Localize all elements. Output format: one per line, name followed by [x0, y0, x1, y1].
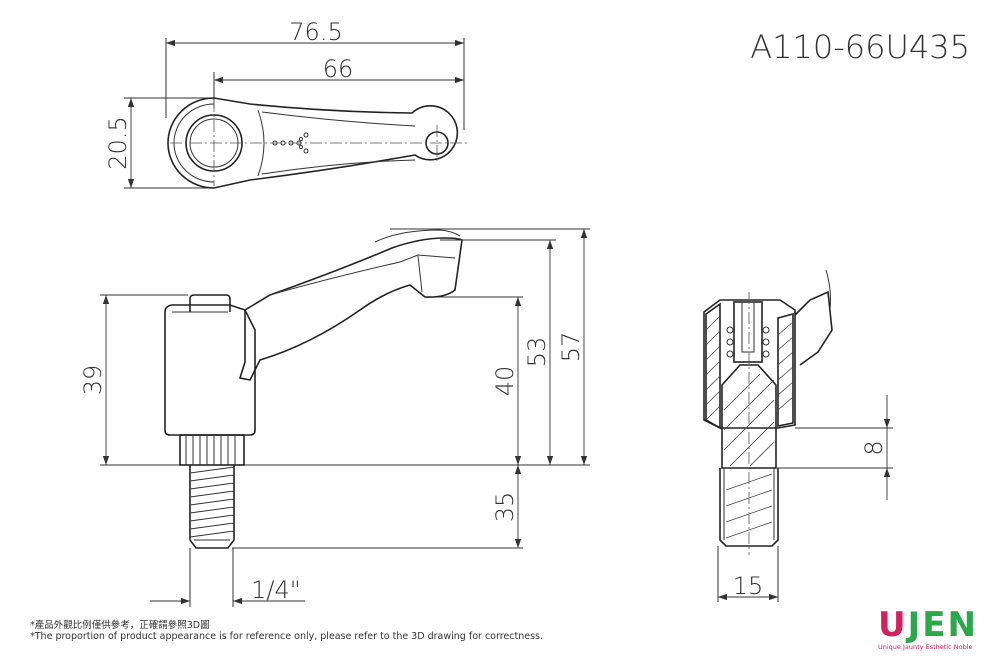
- note-english: *The proportion of product appearance is…: [30, 631, 543, 642]
- note-chinese: *產品外觀比例僅供參考，正確請參照3D圖: [30, 620, 210, 631]
- dim-insert-depth: 8: [860, 440, 888, 455]
- dim-hub-width: 20.5: [104, 116, 132, 169]
- dim-overall-length: 76.5: [289, 18, 342, 46]
- thread-lines: [189, 466, 235, 538]
- dim-thread-size: 1/4": [251, 576, 301, 604]
- brand-name-rest: JEN: [907, 605, 978, 645]
- brand-tagline: Unique Jaunty Esthetic Noble: [878, 643, 973, 651]
- dim-overall-height: 57: [557, 332, 585, 363]
- brand-name: UJEN: [878, 608, 978, 642]
- dim-height-lever-top: 53: [523, 337, 551, 368]
- dim-height-lever-bottom: 40: [491, 366, 519, 397]
- dim-handle-length: 66: [323, 55, 354, 83]
- dim-side-width: 15: [733, 572, 764, 600]
- front-view: 39 40 53 57 35 1/4": [79, 228, 590, 607]
- knurl-lines: [185, 435, 236, 465]
- brand-logo: UJEN Unique Jaunty Esthetic Noble: [878, 608, 978, 651]
- part-number: A110-66U435: [750, 28, 970, 66]
- section-hatch: [705, 302, 794, 430]
- dim-thread-length: 35: [491, 492, 519, 523]
- top-view: 76.5 66 20.5: [104, 18, 470, 189]
- brand-name-first: U: [878, 605, 908, 645]
- dim-body-height: 39: [79, 365, 107, 396]
- section-view: 8 15: [703, 269, 893, 602]
